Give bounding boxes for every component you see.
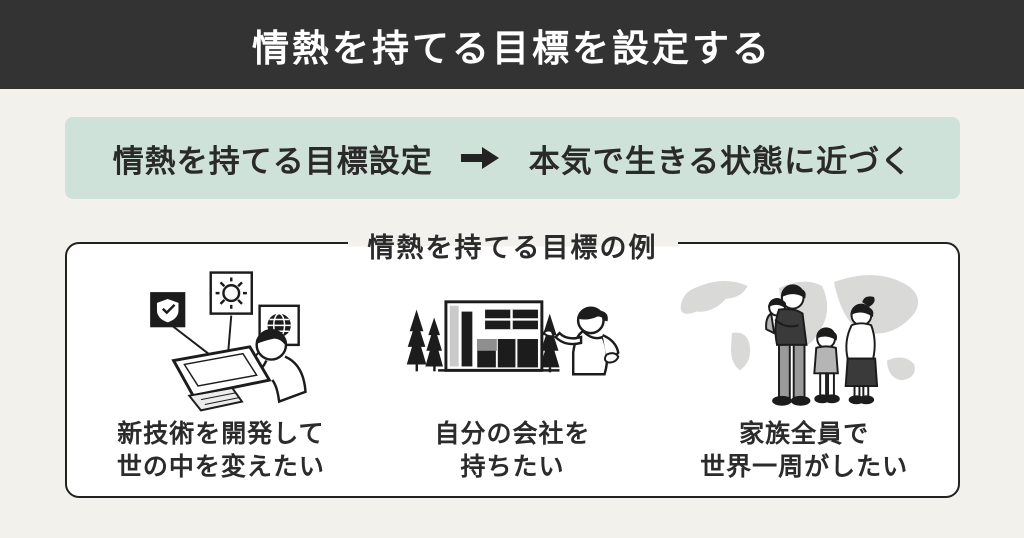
example-caption-company: 自分の会社を 持ちたい (434, 419, 591, 481)
example-caption-tech: 新技術を開発して 世の中を変えたい (116, 419, 325, 481)
banner-effect-text: 本気で生きる状態に近づく (528, 143, 913, 180)
example-caption-family: 家族全員で 世界一周がしたい (700, 419, 909, 481)
right-arrow-icon (460, 146, 501, 170)
examples-panel-title: 情熱を持てる目標の例 (347, 222, 678, 269)
summary-banner: 情熱を持てる目標設定 本気で生きる状態に近づく (65, 117, 960, 199)
banner-cause-text: 情熱を持てる目標設定 (112, 143, 433, 180)
example-item-tech: 新技術を開発して 世の中を変えたい (75, 262, 367, 496)
examples-columns: 新技術を開発して 世の中を変えたい (67, 244, 958, 496)
family-world-trip-illustration (677, 262, 932, 414)
tech-development-illustration (113, 262, 328, 414)
own-company-illustration (395, 262, 630, 414)
examples-panel: 情熱を持てる目標の例 (65, 222, 960, 498)
page-title: 情熱を持てる目標を設定する (252, 26, 772, 70)
example-item-family: 家族全員で 世界一周がしたい (658, 262, 950, 496)
header-bar: 情熱を持てる目標を設定する (0, 0, 1024, 89)
example-item-company: 自分の会社を 持ちたい (367, 262, 659, 496)
